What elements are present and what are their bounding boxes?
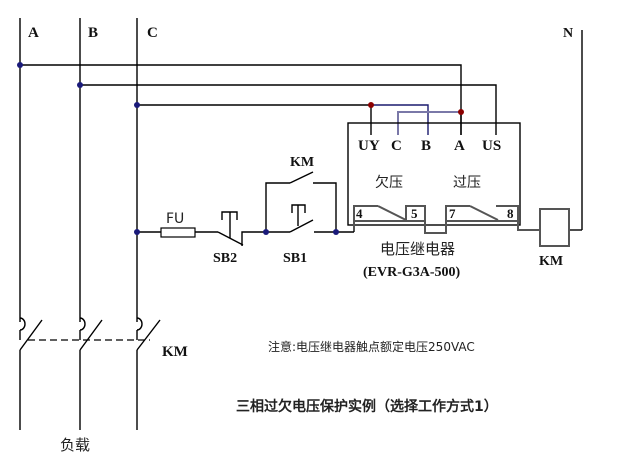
fuse-label: FU (166, 211, 184, 227)
contact-4-label: 4 (356, 206, 363, 221)
phase-c-label: C (147, 25, 158, 41)
terminal-b: B (421, 138, 431, 154)
wire-phase-b-to-relay-us (80, 84, 497, 135)
km-coil (539, 208, 570, 247)
km-aux-right (313, 182, 337, 232)
voltage-relay-box (347, 122, 521, 226)
km-aux-label: KM (290, 155, 314, 170)
contact-5-terminal (402, 205, 426, 222)
sb2-blade (217, 231, 244, 246)
contact-5-7-link (424, 205, 470, 234)
phase-a-label: A (28, 25, 39, 41)
wire-phase-a-to-relay (20, 64, 462, 135)
km-main-contacts (19, 317, 161, 430)
load-label: 负载 (60, 436, 90, 454)
junction-node (368, 102, 374, 108)
contact-hook-a (19, 317, 26, 331)
note-text: 注意:电压继电器触点额定电压250VAC (268, 339, 475, 354)
under-voltage-label: 欠压 (375, 175, 403, 191)
junction-node (333, 229, 339, 235)
neutral-label: N (563, 26, 573, 41)
km-aux-left (265, 182, 290, 232)
relay-model: (EVR-G3A-500) (363, 265, 461, 280)
contact-8-terminal (494, 205, 519, 222)
junction-node (77, 82, 83, 88)
contact-7-label: 7 (449, 206, 456, 221)
sb2-label: SB2 (213, 251, 237, 266)
terminal-us: US (482, 138, 501, 154)
contact-hook-c (136, 317, 143, 331)
contact-7-8-blade (469, 205, 499, 221)
relay-name: 电压继电器 (380, 240, 455, 258)
km-coil-label: KM (539, 254, 563, 269)
sb1-blade (289, 219, 314, 233)
terminal-uy: UY (358, 138, 380, 154)
contact-4-lead (353, 205, 378, 232)
contact-5-label: 5 (411, 206, 418, 221)
terminal-c: C (391, 138, 402, 154)
km-main-label: KM (162, 344, 188, 360)
diagram-title: 三相过欠电压保护实例（选择工作方式1） (236, 398, 498, 415)
contact-4-5-blade (377, 205, 407, 221)
main-contact-c (136, 319, 161, 351)
wire-c-terminal (397, 111, 461, 135)
phase-b-label: B (88, 25, 98, 41)
wire-b-terminal (371, 104, 429, 135)
junction-node (17, 62, 23, 68)
contact-8-label: 8 (507, 206, 514, 221)
fuse (160, 227, 196, 238)
junction-node (458, 109, 464, 115)
terminal-a: A (454, 138, 465, 154)
junction-node (134, 229, 140, 235)
junction-node (263, 229, 269, 235)
contact-hook-b (79, 317, 86, 331)
main-contact-b (79, 319, 103, 351)
km-aux-blade (289, 171, 314, 184)
junction-node (134, 102, 140, 108)
sb1-label: SB1 (283, 251, 307, 266)
main-contact-a (19, 319, 43, 351)
over-voltage-label: 过压 (453, 175, 481, 191)
wire-sb2-to-sb1 (241, 231, 266, 246)
wire-to-coil (517, 221, 540, 231)
